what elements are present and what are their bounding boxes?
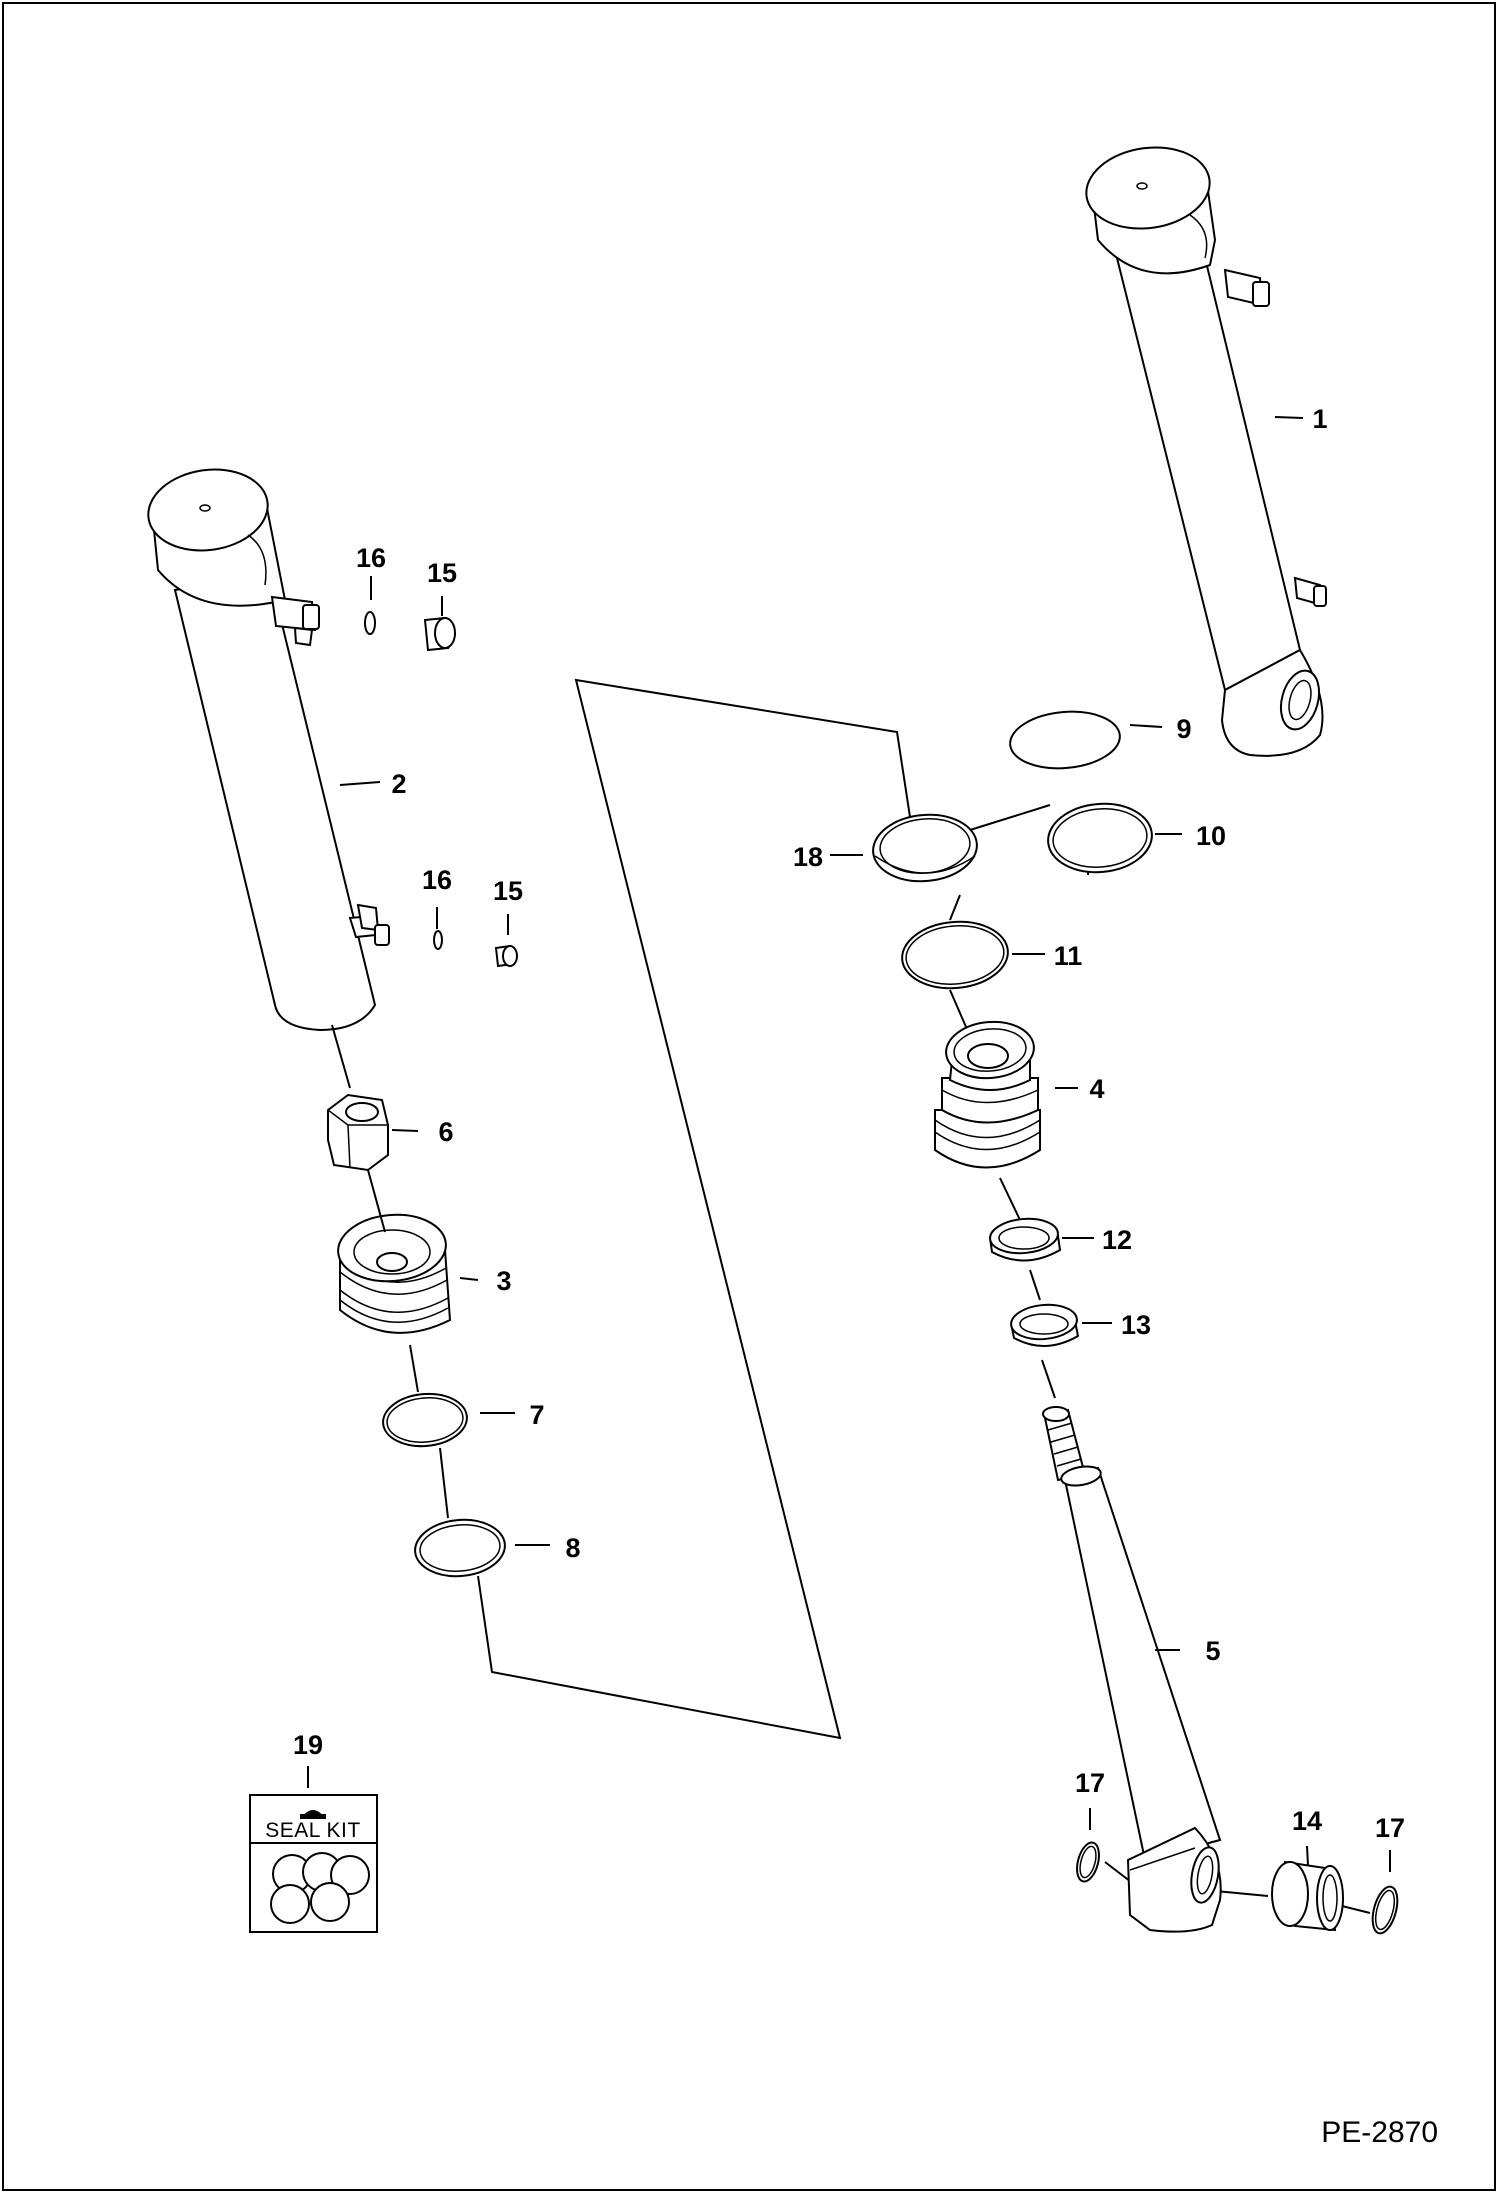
callout-6: 6: [438, 1117, 453, 1147]
callout-17-left: 17: [1075, 1768, 1105, 1798]
snap-ring-part-17-right: [1371, 1885, 1399, 1935]
callout-5: 5: [1205, 1636, 1220, 1666]
callout-18: 18: [793, 842, 823, 872]
rod-seal-part-12: [988, 1217, 1062, 1262]
cylinder-barrel-part-2: [147, 468, 390, 1032]
piston-part-3: [337, 1213, 452, 1334]
bushing-part-14: [1271, 1860, 1344, 1932]
callout-4: 4: [1089, 1074, 1104, 1104]
assembly-path-lines: [331, 678, 1371, 1914]
callout-19: 19: [293, 1730, 323, 1760]
seal-ring-part-10: [1047, 802, 1153, 874]
callout-labels: 1 2 3 4 5 6 7 8 9 10 11 12 13 14 15 15 1…: [293, 404, 1405, 1843]
callout-15-upper: 15: [427, 558, 457, 588]
wiper-seal-part-13: [1010, 1303, 1080, 1347]
seal-ring-part-8: [414, 1518, 506, 1578]
callout-12: 12: [1102, 1225, 1132, 1255]
drawing-reference-number: PE-2870: [1321, 2116, 1438, 2149]
seal-kit-package-part-19: SEAL KIT: [249, 1794, 378, 1933]
callout-3: 3: [496, 1266, 511, 1296]
callout-11: 11: [1054, 941, 1083, 971]
seal-ring-part-11: [901, 920, 1009, 990]
piston-rod-part-5: [1042, 1406, 1222, 1933]
gland-part-4: [934, 1020, 1041, 1169]
callout-13: 13: [1121, 1310, 1151, 1340]
callout-7: 7: [529, 1400, 544, 1430]
seal-kit-label: SEAL KIT: [265, 1819, 360, 1842]
callout-16-lower: 16: [422, 865, 452, 895]
plug-part-15-upper: [423, 616, 456, 652]
hex-nut-part-6: [327, 1093, 389, 1172]
callout-1: 1: [1312, 404, 1327, 434]
callout-14: 14: [1292, 1806, 1322, 1836]
callout-2: 2: [391, 769, 406, 799]
callout-leaders: [307, 416, 1391, 1872]
seal-ring-part-9: [1009, 710, 1121, 770]
seal-ring-part-18: [872, 813, 978, 883]
callout-17-right: 17: [1375, 1813, 1405, 1843]
callout-15-lower: 15: [493, 876, 523, 906]
callout-10: 10: [1196, 821, 1226, 851]
callout-9: 9: [1176, 714, 1191, 744]
callout-8: 8: [565, 1533, 580, 1563]
callout-16-upper: 16: [356, 543, 386, 573]
seal-ring-part-7: [382, 1392, 468, 1448]
cylinder-barrel-part-1: [1085, 146, 1327, 757]
o-ring-part-16-lower: [433, 930, 443, 950]
plug-part-15-lower: [494, 944, 518, 968]
o-ring-part-16-upper: [364, 611, 376, 635]
snap-ring-part-17-left: [1076, 1841, 1100, 1883]
